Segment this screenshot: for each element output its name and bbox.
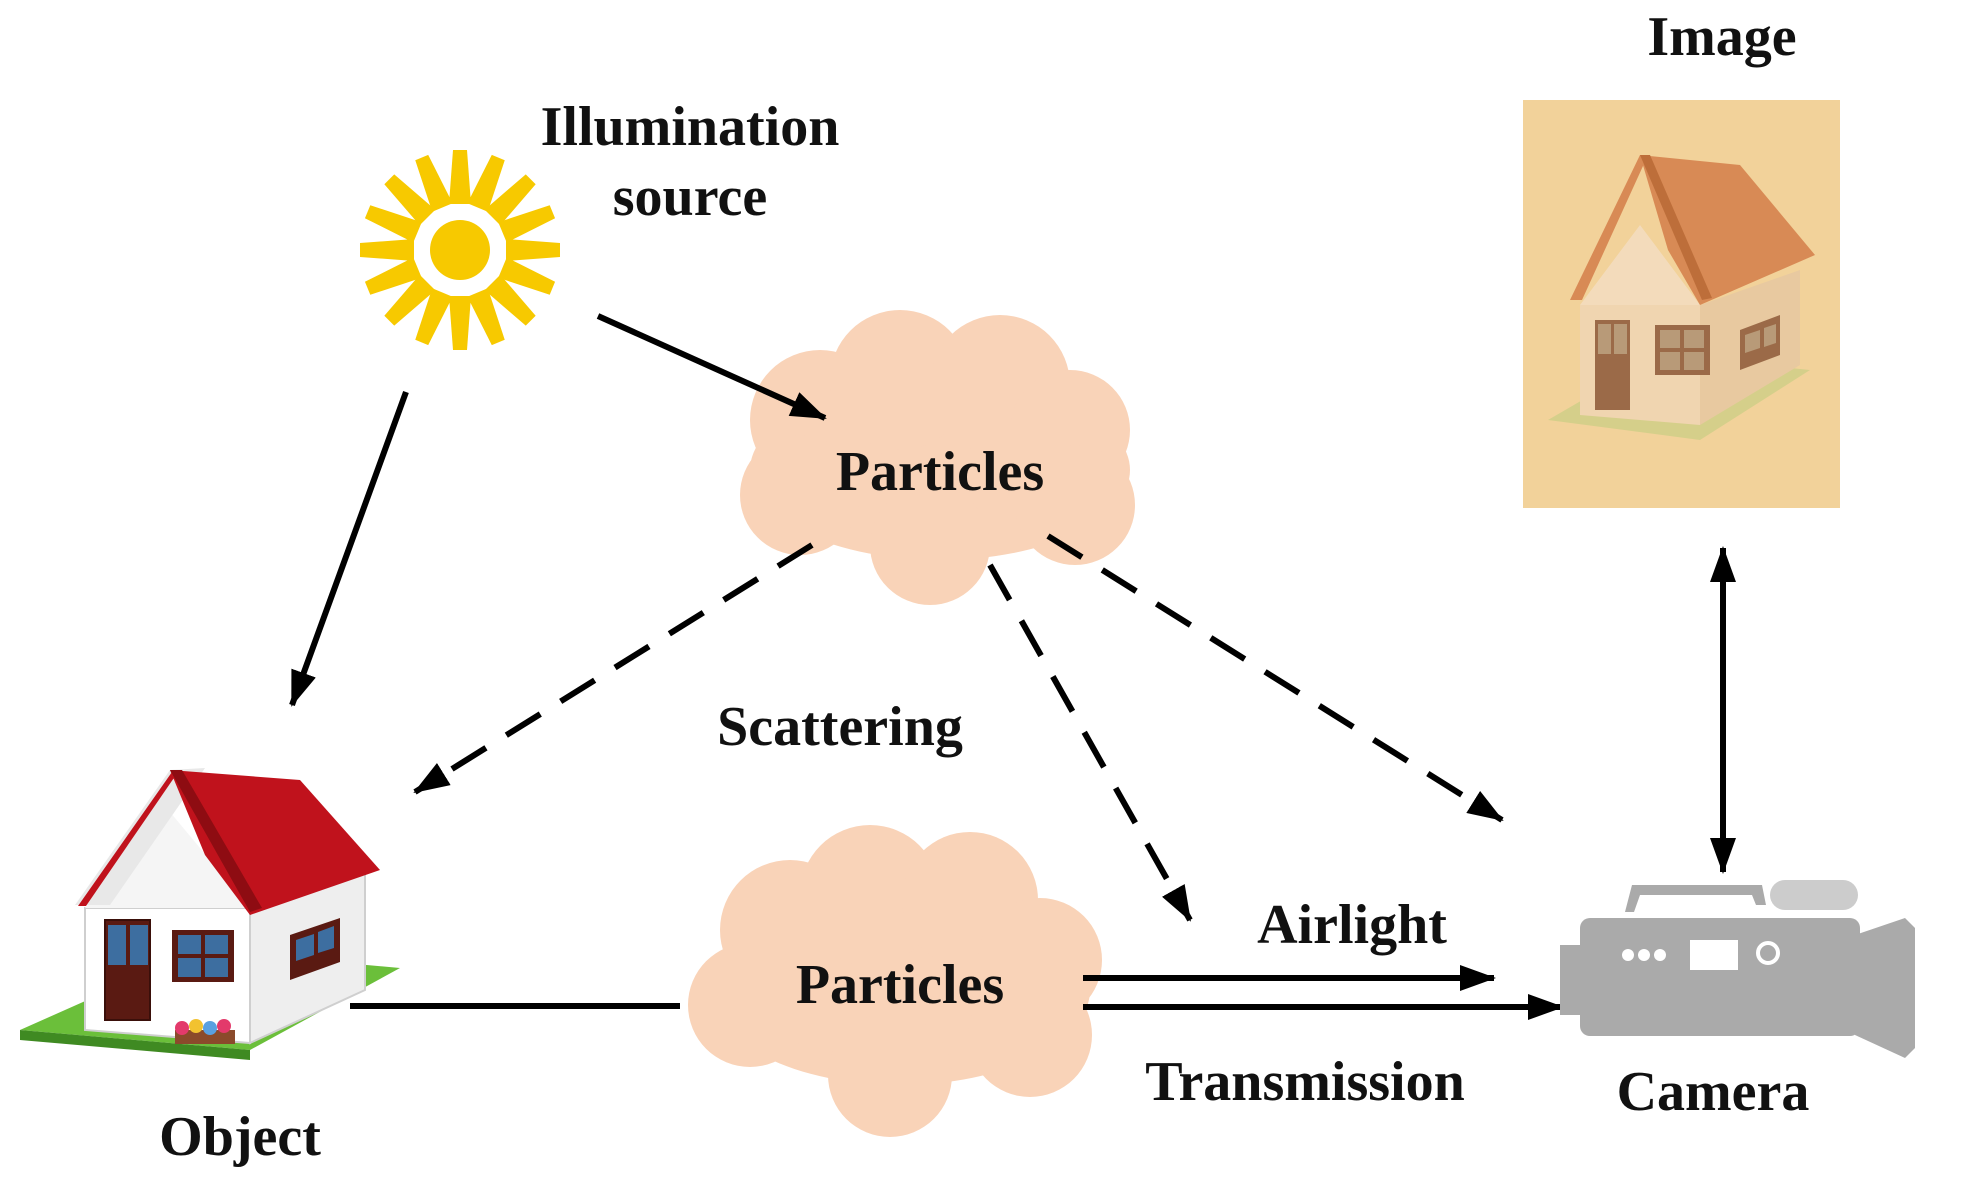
sun-icon: [360, 150, 560, 350]
object-label: Object: [159, 1106, 321, 1168]
hazy-image-thumbnail: [1523, 100, 1840, 508]
video-camera-icon: [1560, 880, 1915, 1058]
house-icon: [20, 768, 400, 1060]
arrow-sun-to-particles: [596, 313, 827, 421]
arrow-scatter-to-object: [413, 542, 814, 795]
image-label: Image: [1647, 6, 1796, 68]
illumination-label-line2: source: [613, 166, 768, 228]
illumination-label-line1: Illumination: [541, 96, 840, 158]
arrow-scatter-to-airlight: [987, 563, 1193, 922]
particles-bottom-label: Particles: [796, 954, 1004, 1016]
airlight-label: Airlight: [1257, 894, 1447, 956]
arrow-sun-to-object: [289, 390, 409, 707]
cloud-icon-top: [740, 310, 1135, 605]
arrow-scatter-to-camera: [1046, 533, 1504, 823]
particles-top-label: Particles: [836, 441, 1044, 503]
cloud-icon-bottom: [688, 825, 1102, 1137]
scattering-label: Scattering: [717, 696, 963, 758]
transmission-label: Transmission: [1145, 1051, 1464, 1113]
camera-label: Camera: [1617, 1061, 1810, 1123]
